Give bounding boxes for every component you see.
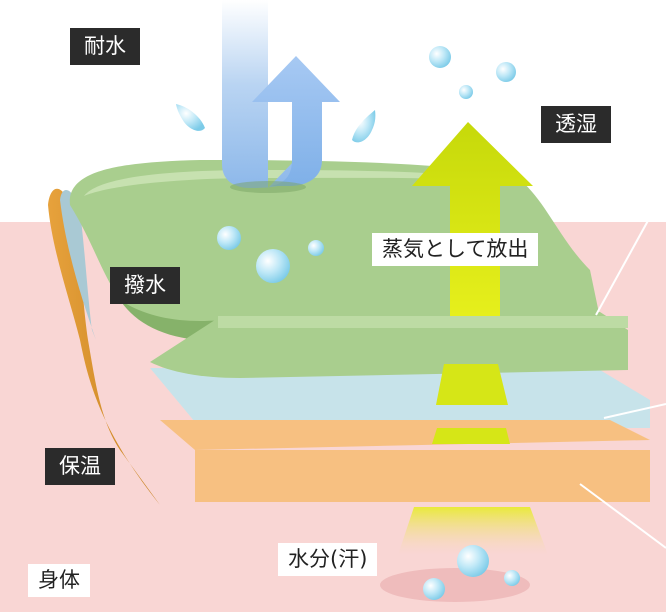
water-bead-icon (308, 240, 324, 256)
membrane-layer (150, 368, 650, 428)
zoom-line (579, 483, 666, 549)
vapor-segment-2 (432, 428, 510, 444)
water-bounce-arrow (252, 56, 340, 186)
splash-drop-icon (352, 110, 376, 143)
insulation-top (160, 420, 650, 450)
vapor-segment-1 (436, 364, 508, 405)
outer-layer-flat (150, 312, 628, 378)
water-bead-icon (256, 249, 290, 283)
label-sweat: 水分(汗) (278, 543, 378, 576)
water-bead-icon (217, 226, 241, 250)
zoom-line (603, 403, 666, 419)
label-water-repellent: 撥水 (110, 267, 180, 304)
sweat-vapor (398, 507, 548, 555)
sweat-drop-icon (423, 578, 445, 600)
vapor-drop-icon (459, 85, 473, 99)
water-down-arrow (222, 0, 296, 188)
zoom-line (595, 187, 666, 316)
splash-drop-icon (176, 104, 205, 131)
vapor-drop-icon (429, 46, 451, 68)
water-splash-shadow (230, 181, 306, 193)
label-water-resistant: 耐水 (70, 28, 140, 65)
label-breathable: 透湿 (541, 106, 611, 143)
vapor-drop-icon (496, 62, 516, 82)
vapor-arrow (412, 122, 533, 316)
sweat-pool (380, 568, 530, 602)
sweat-drop-icon (504, 570, 520, 586)
insulation-front (195, 450, 650, 502)
label-vapor-release: 蒸気として放出 (372, 233, 539, 266)
sweat-drop-icon (457, 545, 489, 577)
label-body: 身体 (28, 564, 90, 597)
label-insulation: 保温 (45, 448, 115, 485)
outer-layer-edge (218, 316, 628, 328)
membrane-curl (60, 189, 96, 340)
outer-layer-highlight (84, 170, 520, 196)
